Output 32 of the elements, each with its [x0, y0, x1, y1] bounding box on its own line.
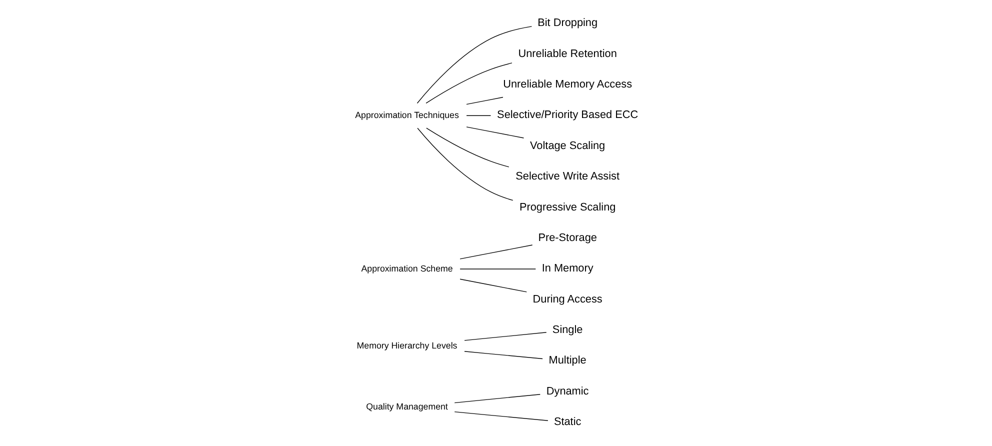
connector — [426, 128, 510, 168]
node-text: In Memory — [542, 262, 594, 275]
connector — [460, 268, 536, 270]
node-text: Approximation Scheme — [361, 263, 453, 274]
node-text: Static — [554, 416, 582, 428]
connector — [454, 394, 540, 404]
node-text: During Access — [532, 293, 602, 306]
connector — [460, 244, 533, 260]
connector — [460, 278, 527, 292]
connector — [464, 332, 547, 341]
connector — [466, 126, 524, 138]
node-text: Bit Dropping — [538, 17, 598, 30]
connector — [416, 26, 532, 104]
connector — [466, 96, 504, 105]
connector — [426, 62, 512, 104]
node-text: Quality Management — [366, 402, 448, 412]
node-text: Memory Hierarchy Levels — [356, 340, 458, 350]
node-text: Voltage Scaling — [530, 140, 606, 152]
node-text: Dynamic — [546, 385, 589, 398]
node-text: Pre-Storage — [538, 232, 597, 244]
node-text: Approximation Techniques — [355, 110, 459, 120]
node-text: Selective/Priority Based ECC — [497, 109, 638, 122]
node-text: Multiple — [548, 354, 586, 367]
node-text: Single — [552, 324, 583, 336]
node-text: Unreliable Memory Access — [503, 78, 632, 91]
connector — [466, 115, 492, 116]
connector — [454, 411, 548, 421]
node-text: Progressive Scaling — [519, 201, 616, 214]
connector — [417, 128, 514, 201]
node-text: Unreliable Retention — [518, 48, 617, 60]
node-text: Selective Write Assist — [516, 170, 620, 183]
connector — [464, 351, 543, 360]
